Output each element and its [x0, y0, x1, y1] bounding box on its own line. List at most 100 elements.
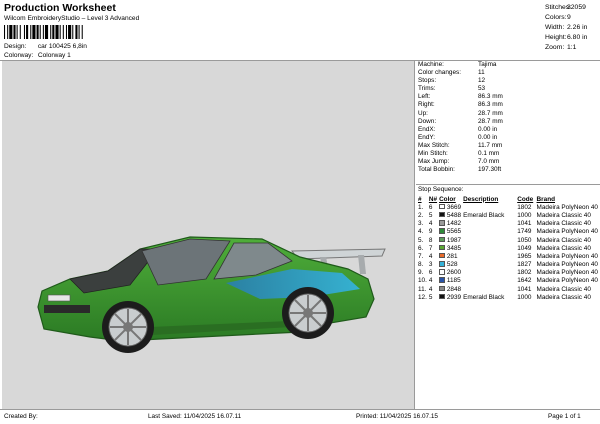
- color-description: [463, 228, 517, 236]
- row-number: 3.: [418, 220, 424, 228]
- swatch: [439, 293, 447, 301]
- info-row: Max Jump:7.0 mm: [418, 158, 500, 166]
- col-header-number: #: [418, 195, 422, 203]
- thread-code: 1802: [517, 269, 532, 277]
- color-description: [463, 285, 517, 293]
- machine-info: Machine:Tajima Color changes:11 Stops:12…: [418, 61, 598, 174]
- info-row: Right:86.3 mm: [418, 101, 503, 109]
- color-description: [463, 220, 517, 228]
- color-swatch: [439, 228, 445, 234]
- color-description: [463, 277, 517, 285]
- needle-number: 4: [428, 252, 433, 260]
- color-swatch: [439, 244, 445, 251]
- swatch: [439, 236, 447, 244]
- needle-number: 6: [428, 203, 433, 211]
- thread-brand: Madeira PolyNeon 40: [536, 203, 598, 211]
- footer-divider: [0, 409, 600, 410]
- color-number: 2939: [446, 293, 462, 301]
- thread-code: 1965: [517, 252, 532, 260]
- row-number: 4.: [418, 228, 424, 236]
- thread-brand: Madeira PolyNeon 40: [536, 228, 598, 236]
- swatch: [439, 244, 447, 252]
- design-preview: [2, 61, 415, 409]
- needle-number: 5: [428, 211, 433, 219]
- row-number: 2.: [418, 211, 424, 219]
- needle-number: 7: [428, 244, 433, 252]
- thread-brand: Madeira PolyNeon 40: [536, 269, 598, 277]
- worksheet-title: Production Worksheet: [4, 2, 116, 14]
- swatch: [439, 261, 447, 269]
- thread-code: 1827: [517, 261, 532, 269]
- needle-number: 6: [428, 269, 433, 277]
- summary-row: Zoom:1:1: [545, 44, 577, 52]
- color-swatch: [439, 293, 445, 300]
- color-number: 3485: [446, 244, 462, 252]
- design-value: car 100425 6,8in: [37, 43, 87, 50]
- swatch: [439, 252, 447, 260]
- thread-code: 1749: [517, 228, 532, 236]
- row-number: 10.: [418, 277, 427, 285]
- color-swatch: [439, 236, 445, 243]
- swatch: [439, 228, 447, 236]
- row-number: 12.: [418, 293, 427, 301]
- color-number: 2600: [446, 269, 462, 277]
- color-swatch: [439, 277, 445, 283]
- color-number: 528: [446, 261, 458, 269]
- color-description: [463, 269, 517, 277]
- row-number: 7.: [418, 252, 424, 260]
- color-description: [463, 252, 517, 260]
- printed-date: Printed: 11/04/2025 16.07.15: [356, 413, 438, 420]
- swatch: [439, 203, 447, 211]
- row-number: 1.: [418, 203, 424, 211]
- color-swatch: [439, 220, 445, 226]
- color-number: 3669: [446, 203, 462, 211]
- needle-number: 5: [428, 293, 433, 301]
- design-summary: Stitches:32059 Colors:9 Width:2.26 in He…: [545, 3, 597, 53]
- color-description: Emerald Black: [463, 293, 505, 301]
- info-row: Trims:53: [418, 85, 486, 93]
- color-number: 5488: [446, 211, 462, 219]
- color-number: 281: [446, 252, 458, 260]
- color-description: [463, 261, 517, 269]
- created-by: Created By:: [4, 413, 38, 420]
- page-number: Page 1 of 1: [548, 413, 581, 420]
- info-row: Total Bobbin:197.30ft: [418, 166, 502, 174]
- table-row: 4. 9 5565 1749 Madeira PolyNeon 40: [418, 228, 600, 236]
- swatch: [439, 269, 447, 277]
- summary-row: Width:2.26 in: [545, 24, 588, 32]
- color-swatch: [439, 203, 445, 210]
- color-number: 1185: [446, 277, 461, 285]
- thread-code: 1041: [517, 285, 532, 293]
- color-number: 5565: [446, 228, 462, 236]
- color-description: [463, 236, 517, 244]
- stop-sequence-table: # N# Color Description Code Brand 1. 6 366…: [418, 195, 600, 301]
- swatch: [439, 277, 447, 285]
- thread-brand: Madeira Classic 40: [536, 211, 591, 219]
- thread-code: 1050: [517, 236, 532, 244]
- table-header-row: # N# Color Description Code Brand: [418, 195, 600, 203]
- needle-number: 9: [428, 228, 433, 236]
- thread-code: 1049: [517, 244, 532, 252]
- needle-number: 4: [428, 277, 433, 285]
- col-header-needle: N#: [428, 195, 438, 203]
- swatch: [439, 211, 447, 219]
- design-field: Design: car 100425 6,8in: [4, 43, 87, 50]
- info-row: Color changes:11: [418, 69, 485, 77]
- design-label: Design:: [4, 43, 27, 50]
- row-number: 11.: [418, 285, 427, 293]
- car-embroidery-image: [37, 236, 386, 353]
- needle-number: 4: [428, 220, 433, 228]
- summary-row: Stitches:32059: [545, 4, 586, 11]
- color-number: 1987: [446, 236, 462, 244]
- col-header-brand: Brand: [536, 195, 555, 203]
- color-description: [463, 203, 517, 211]
- info-row: Max Stitch:11.7 mm: [418, 141, 503, 149]
